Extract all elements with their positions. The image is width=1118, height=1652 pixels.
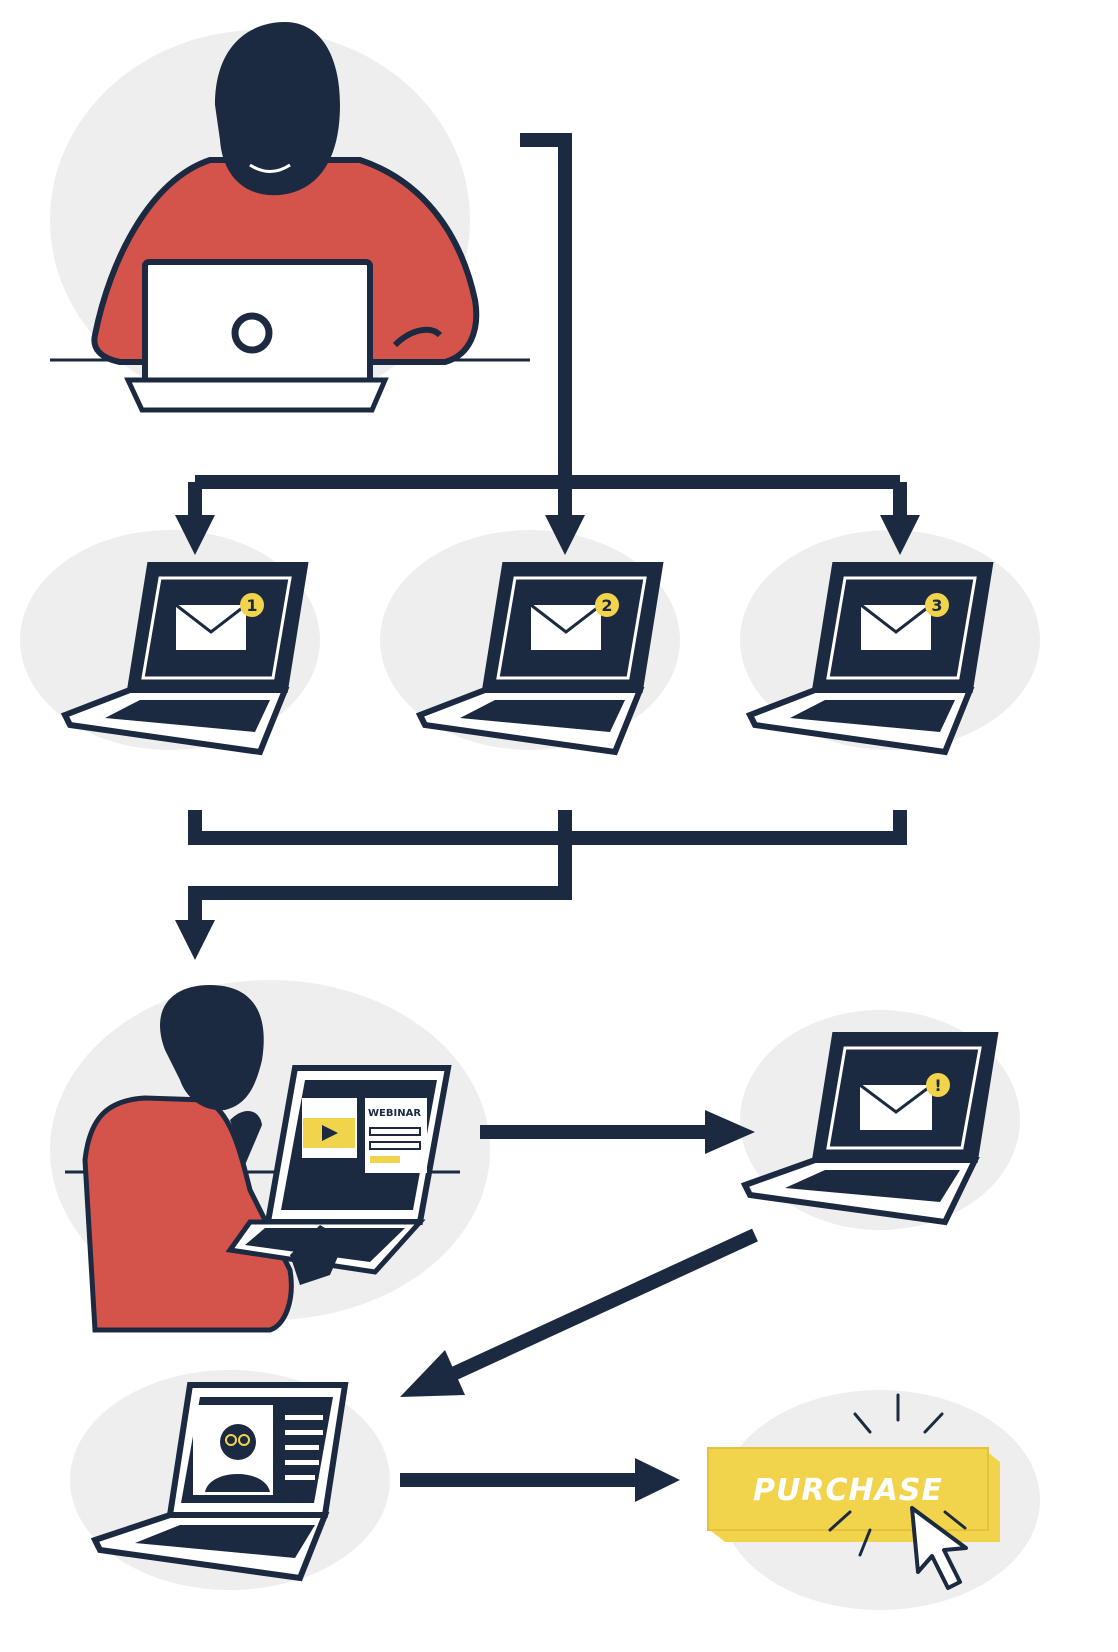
arrow-down-icon	[175, 515, 215, 555]
notification-badge: !	[934, 1076, 941, 1095]
arrow-to-video-laptop	[400, 1228, 758, 1397]
video-laptop	[90, 1382, 349, 1582]
viewer-person: WEBINAR	[65, 985, 460, 1333]
sender-head	[215, 22, 340, 196]
purchase-button[interactable]: PURCHASE	[707, 1447, 1000, 1542]
email-laptop-3: 3	[745, 562, 994, 756]
badge-icon	[926, 1073, 950, 1097]
email-badge-2: 2	[601, 596, 612, 615]
arrow-down-icon	[545, 515, 585, 555]
sender-person	[50, 22, 530, 413]
purchase-label: PURCHASE	[753, 1473, 943, 1508]
laptop-logo-icon	[231, 312, 273, 354]
merge-lines	[188, 810, 907, 930]
mouse-cursor-icon	[910, 1506, 968, 1590]
viewer-head	[160, 985, 264, 1111]
email-laptop-2: 2	[415, 562, 664, 756]
glasses-icon	[225, 1434, 237, 1446]
email-badge-3: 3	[931, 596, 942, 615]
email-laptop-1: 1	[60, 562, 309, 756]
badge-icon	[925, 593, 949, 617]
arrow-right-icon	[705, 1110, 755, 1154]
badge-icon	[595, 593, 619, 617]
arrow-down-icon	[175, 920, 215, 960]
click-burst-icon	[828, 1393, 967, 1557]
viewer-sweater	[82, 1095, 294, 1333]
sender-laptop	[142, 259, 373, 400]
distribution-arrowheads	[175, 515, 920, 555]
arrow-down-left-icon	[400, 1350, 465, 1397]
badge-icon	[240, 593, 264, 617]
webinar-label: WEBINAR	[368, 1108, 421, 1119]
presenter-head	[220, 1424, 256, 1460]
arrow-to-purchase	[400, 1458, 680, 1502]
arrow-right-icon	[635, 1458, 680, 1502]
arrow-down-icon	[880, 515, 920, 555]
email-badge-1: 1	[246, 596, 257, 615]
notification-laptop: !	[740, 1032, 999, 1226]
play-icon	[322, 1125, 338, 1141]
arrow-to-notification	[480, 1110, 755, 1154]
